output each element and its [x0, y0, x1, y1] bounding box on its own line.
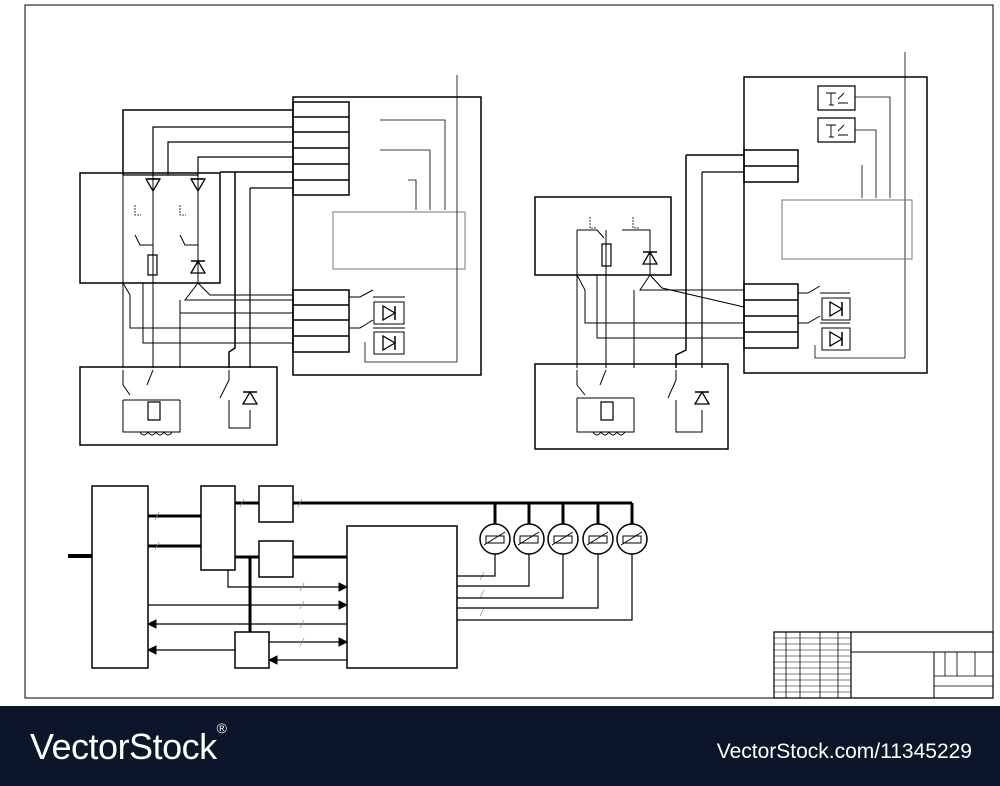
gauge-5: [616, 523, 648, 555]
right-sensor-1: [818, 86, 855, 110]
left-schematic: [80, 75, 481, 445]
right-control-cabinet: [744, 77, 927, 373]
title-block-frame: [774, 632, 993, 698]
filter-block-2: [259, 541, 293, 577]
left-power-box: [80, 367, 277, 445]
gauge-3: [547, 523, 579, 555]
right-controller-unit: [782, 200, 912, 259]
stock-image-url[interactable]: VectorStock.com/11345229: [716, 740, 972, 763]
left-controller-unit: [333, 212, 465, 269]
right-schematic: [535, 52, 927, 449]
brand-logo[interactable]: VectorStock®: [30, 720, 227, 768]
block-diagram: [68, 486, 648, 668]
sheet-border: [25, 5, 993, 698]
left-terminal-block-bottom: [293, 290, 349, 352]
filter-block-1: [259, 486, 293, 522]
right-sensor-2: [818, 118, 855, 142]
gauge-4: [582, 523, 614, 555]
interface-block: [235, 632, 269, 668]
gauge-2: [513, 523, 545, 555]
brand-name: VectorStock: [30, 726, 217, 767]
gauge-1: [479, 523, 511, 555]
left-control-cabinet: [293, 97, 481, 375]
title-block: [774, 632, 993, 698]
main-power-block: [92, 486, 148, 668]
registered-mark: ®: [216, 720, 227, 736]
controller-block: [347, 526, 457, 668]
right-power-box: [535, 364, 728, 449]
watermark-bar: [0, 706, 1000, 786]
converter-block: [201, 486, 235, 570]
left-thyristor-box: [80, 173, 220, 283]
schematic-drawing: [0, 0, 1000, 706]
right-thyristor-box: [535, 197, 671, 275]
